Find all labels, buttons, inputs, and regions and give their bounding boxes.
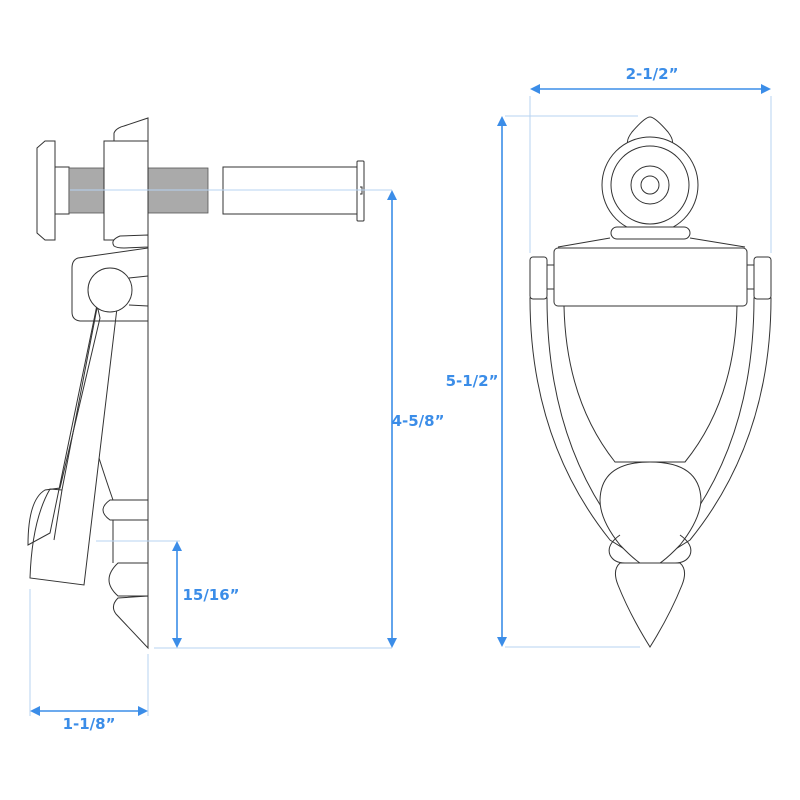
left-hinge-tab xyxy=(529,256,548,300)
hinge-pin xyxy=(87,267,133,313)
dim-label-viewer-height: 4-5/8” xyxy=(392,412,445,430)
shield-plate xyxy=(563,305,738,463)
viewer-cap xyxy=(356,160,365,222)
dim-label-width: 2-1/2” xyxy=(626,65,679,83)
dim-label-height: 5-1/2” xyxy=(446,372,499,390)
dim-label-depth: 1-1/8” xyxy=(63,715,116,733)
lower-bumper xyxy=(108,562,149,597)
dimension-lines xyxy=(29,84,772,716)
dim-label-bottom-height: 15/16” xyxy=(182,586,239,604)
strike-knob xyxy=(599,461,702,569)
bottom-finial xyxy=(614,562,686,648)
viewer-neck xyxy=(54,166,70,215)
viewer-outer-ring xyxy=(601,136,699,234)
side-view xyxy=(27,117,365,650)
bottom-finial-side xyxy=(112,595,149,650)
front-view xyxy=(529,116,772,648)
right-hinge-tab xyxy=(753,256,772,300)
collar xyxy=(112,234,149,249)
knocker-top-bar xyxy=(553,247,748,307)
viewer-eyepiece xyxy=(36,140,56,241)
upper-bumper xyxy=(102,499,149,521)
viewer-lens xyxy=(640,175,660,195)
mounting-top xyxy=(113,117,149,142)
knocker-arm-side xyxy=(27,304,101,546)
viewer-base xyxy=(610,226,691,240)
